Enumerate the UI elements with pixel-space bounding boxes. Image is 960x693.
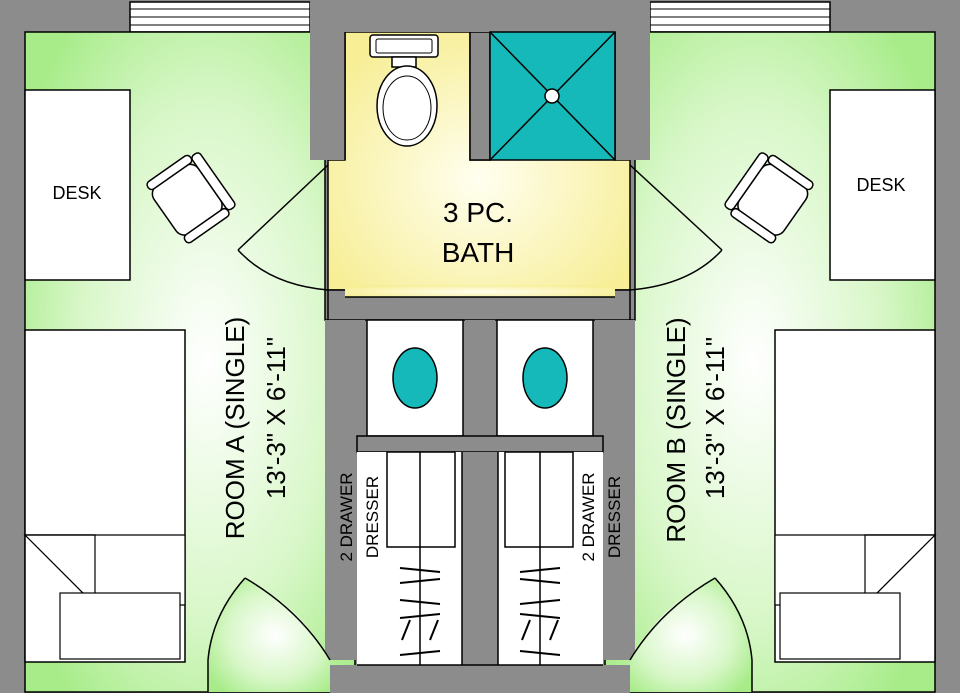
- room-b-name: ROOM B (SINGLE): [661, 317, 691, 542]
- room-a-size: 13'-3" X 6'-11": [261, 337, 291, 499]
- dresser-left-label-1: 2 DRAWER: [337, 472, 356, 561]
- closet-divider: [462, 452, 498, 667]
- hanging-rod-right: [519, 452, 561, 665]
- desk-right: [829, 89, 936, 281]
- wall-bottom: [330, 665, 630, 693]
- wall-closet-mid: [465, 320, 495, 440]
- dresser-right: [504, 451, 574, 548]
- dresser-right-label-1: 2 DRAWER: [579, 472, 598, 561]
- hanging-rod-left: [399, 452, 441, 665]
- room-a-entry-door: [207, 577, 331, 692]
- chair-right-icon: [724, 152, 814, 244]
- sink-left-icon: [392, 347, 438, 409]
- shower-icon: [489, 31, 616, 161]
- sink-right-icon: [522, 347, 568, 409]
- bed-left: [23, 329, 186, 663]
- window-left: [129, 1, 311, 33]
- dresser-left-label-2: DRESSER: [363, 476, 382, 558]
- window-right: [649, 1, 831, 33]
- bath-door-left: [237, 164, 329, 291]
- room-b-entry-door: [629, 577, 753, 692]
- chair-left-icon: [146, 152, 236, 244]
- bath-label-line1: 3 PC.: [443, 197, 513, 228]
- bed-right: [774, 329, 937, 663]
- desk-right-label: DESK: [856, 175, 905, 195]
- dresser-left: [386, 451, 456, 548]
- closet-shelf: [356, 435, 604, 453]
- toilet-icon: [369, 34, 439, 147]
- desk-left-label: DESK: [52, 183, 101, 203]
- dresser-right-label-2: DRESSER: [605, 476, 624, 558]
- bath-door-right: [629, 164, 723, 291]
- bath-label-line2: BATH: [442, 237, 515, 268]
- wall-bath-mid: [469, 31, 491, 161]
- desk-left: [24, 89, 131, 281]
- room-b-size: 13'-3" X 6'-11": [700, 337, 730, 499]
- room-a-name: ROOM A (SINGLE): [220, 317, 250, 540]
